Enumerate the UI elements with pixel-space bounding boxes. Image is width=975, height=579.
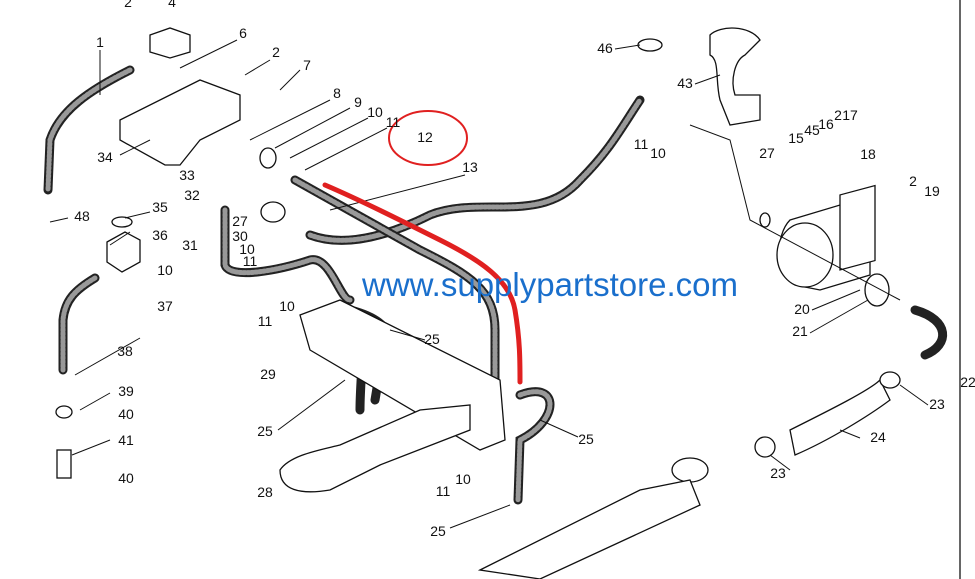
part-label: 31 bbox=[182, 237, 198, 253]
hose-24 bbox=[789, 378, 891, 456]
hose-1 bbox=[43, 65, 135, 195]
leader-lines bbox=[49, 39, 929, 529]
part-label: 34 bbox=[97, 149, 113, 165]
part-label: 7 bbox=[303, 57, 311, 73]
part-label: 11 bbox=[258, 313, 273, 329]
block-36 bbox=[106, 231, 141, 273]
part-label: 48 bbox=[74, 208, 90, 224]
part-label: 32 bbox=[184, 187, 200, 203]
part-label: 2 bbox=[909, 173, 917, 189]
part-label: 25 bbox=[424, 331, 440, 347]
part-label: 6 bbox=[239, 25, 247, 41]
plate-18 bbox=[839, 184, 876, 271]
elbow-43 bbox=[709, 27, 761, 126]
part-label: 10 bbox=[367, 104, 383, 120]
clamp-23b bbox=[754, 436, 776, 458]
part-label: 39 bbox=[118, 383, 134, 399]
part-label: 30 bbox=[232, 228, 248, 244]
part-label: 37 bbox=[157, 298, 173, 314]
cylinder-28 bbox=[279, 404, 471, 493]
part-label: 16 bbox=[818, 116, 834, 132]
flange-21 bbox=[864, 273, 890, 307]
valve-block-4 bbox=[149, 27, 191, 59]
flange-30 bbox=[260, 201, 286, 223]
part-label: 19 bbox=[924, 183, 940, 199]
part-label: 25 bbox=[257, 423, 273, 439]
manifold-34 bbox=[119, 79, 241, 166]
nut-46 bbox=[637, 38, 663, 52]
part-label: 2 bbox=[124, 0, 132, 10]
part-label: 11 bbox=[243, 253, 258, 269]
watermark-text: www.supplypartstore.com bbox=[362, 266, 738, 303]
part-label: 29 bbox=[260, 366, 276, 382]
part-label: 2 bbox=[272, 44, 280, 60]
part-label: 24 bbox=[870, 429, 886, 445]
part-label: 10 bbox=[455, 471, 471, 487]
hose-22 bbox=[910, 305, 947, 360]
part-label: 27 bbox=[759, 145, 775, 161]
part-label: 38 bbox=[117, 343, 133, 359]
part-label: 40 bbox=[118, 406, 134, 422]
oring-35 bbox=[111, 216, 133, 228]
part-label: 15 bbox=[788, 130, 804, 146]
highlight-path bbox=[322, 182, 523, 385]
part-labels: 2 4 1 6 2 7 8 9 10 11 12 13 34 33 32 35 … bbox=[74, 0, 975, 539]
part-label: 25 bbox=[430, 523, 446, 539]
cylinder-lower bbox=[477, 479, 701, 579]
part-label: 23 bbox=[770, 465, 786, 481]
parts bbox=[55, 27, 901, 579]
part-label: 45 bbox=[804, 122, 820, 138]
part-label: 11 bbox=[634, 136, 649, 152]
cylinder-eye bbox=[671, 457, 709, 483]
part-label: 8 bbox=[333, 85, 341, 101]
part-label: 22 bbox=[960, 374, 975, 390]
part-label-highlighted: 12 bbox=[417, 129, 433, 145]
part-label: 43 bbox=[677, 75, 693, 91]
flange-9 bbox=[259, 147, 277, 169]
part-label: 46 bbox=[597, 40, 613, 56]
part-label: 40 bbox=[118, 470, 134, 486]
fitting-39 bbox=[55, 405, 73, 419]
part-label: 18 bbox=[860, 146, 876, 162]
part-label: 13 bbox=[462, 159, 478, 175]
part-label: 23 bbox=[929, 396, 945, 412]
part-label: 33 bbox=[179, 167, 195, 183]
part-label: 10 bbox=[239, 241, 255, 257]
part-label: 10 bbox=[279, 298, 295, 314]
part-label: 17 bbox=[842, 107, 858, 123]
part-label: 2 bbox=[834, 107, 842, 123]
part-label: 9 bbox=[354, 94, 362, 110]
part-label: 36 bbox=[152, 227, 168, 243]
clamp-23a bbox=[879, 371, 901, 389]
fitting-41 bbox=[56, 449, 72, 479]
hose-25c bbox=[513, 387, 555, 505]
part-label: 10 bbox=[157, 262, 173, 278]
highlight-circle bbox=[388, 110, 468, 166]
part-label: 28 bbox=[257, 484, 273, 500]
part-label: 4 bbox=[168, 0, 176, 10]
part-label: 41 bbox=[118, 432, 134, 448]
oring-27 bbox=[759, 212, 771, 228]
part-label: 1 bbox=[96, 34, 104, 50]
part-label: 35 bbox=[152, 199, 168, 215]
part-label: 21 bbox=[792, 323, 808, 339]
part-label: 11 bbox=[386, 114, 401, 130]
part-label: 25 bbox=[578, 431, 594, 447]
part-label: 10 bbox=[650, 145, 666, 161]
part-label: 20 bbox=[794, 301, 810, 317]
part-label: 11 bbox=[436, 483, 451, 499]
part-label: 27 bbox=[232, 213, 248, 229]
pump-cover bbox=[776, 222, 834, 288]
